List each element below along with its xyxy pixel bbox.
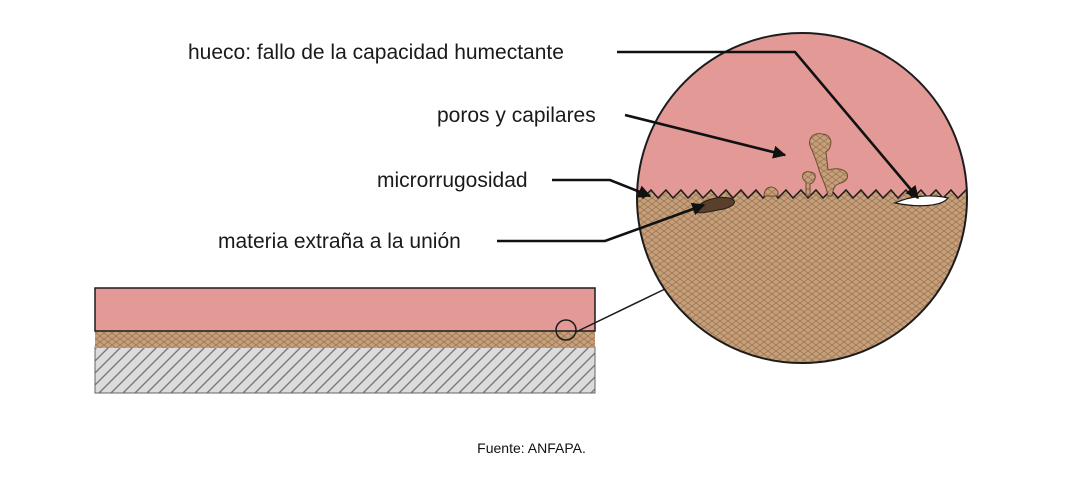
label-materia: materia extraña a la unión xyxy=(218,230,461,253)
magnified-adhesive xyxy=(637,33,967,201)
hueco-pointer xyxy=(617,50,919,199)
source-caption: Fuente: ANFAPA. xyxy=(477,440,586,456)
top-layer xyxy=(94,287,596,332)
zoom-marker xyxy=(555,319,577,341)
zoom-connector-line xyxy=(575,288,666,333)
callout-lines xyxy=(497,50,919,243)
magnified-circle-outline xyxy=(636,32,968,364)
label-hueco: hueco: fallo de la capacidad humectante xyxy=(188,41,564,64)
microrrugosidad-pointer xyxy=(552,178,652,198)
base-material xyxy=(94,346,596,394)
label-microrrugosidad: microrrugosidad xyxy=(377,169,528,192)
label-poros: poros y capilares xyxy=(437,104,596,127)
adhesive-layer xyxy=(95,331,595,348)
poros-pointer xyxy=(624,113,787,159)
pores-and-capillaries xyxy=(763,133,848,197)
materia-pointer xyxy=(497,202,706,243)
cross-section xyxy=(94,287,666,394)
magnified-view xyxy=(636,32,968,364)
